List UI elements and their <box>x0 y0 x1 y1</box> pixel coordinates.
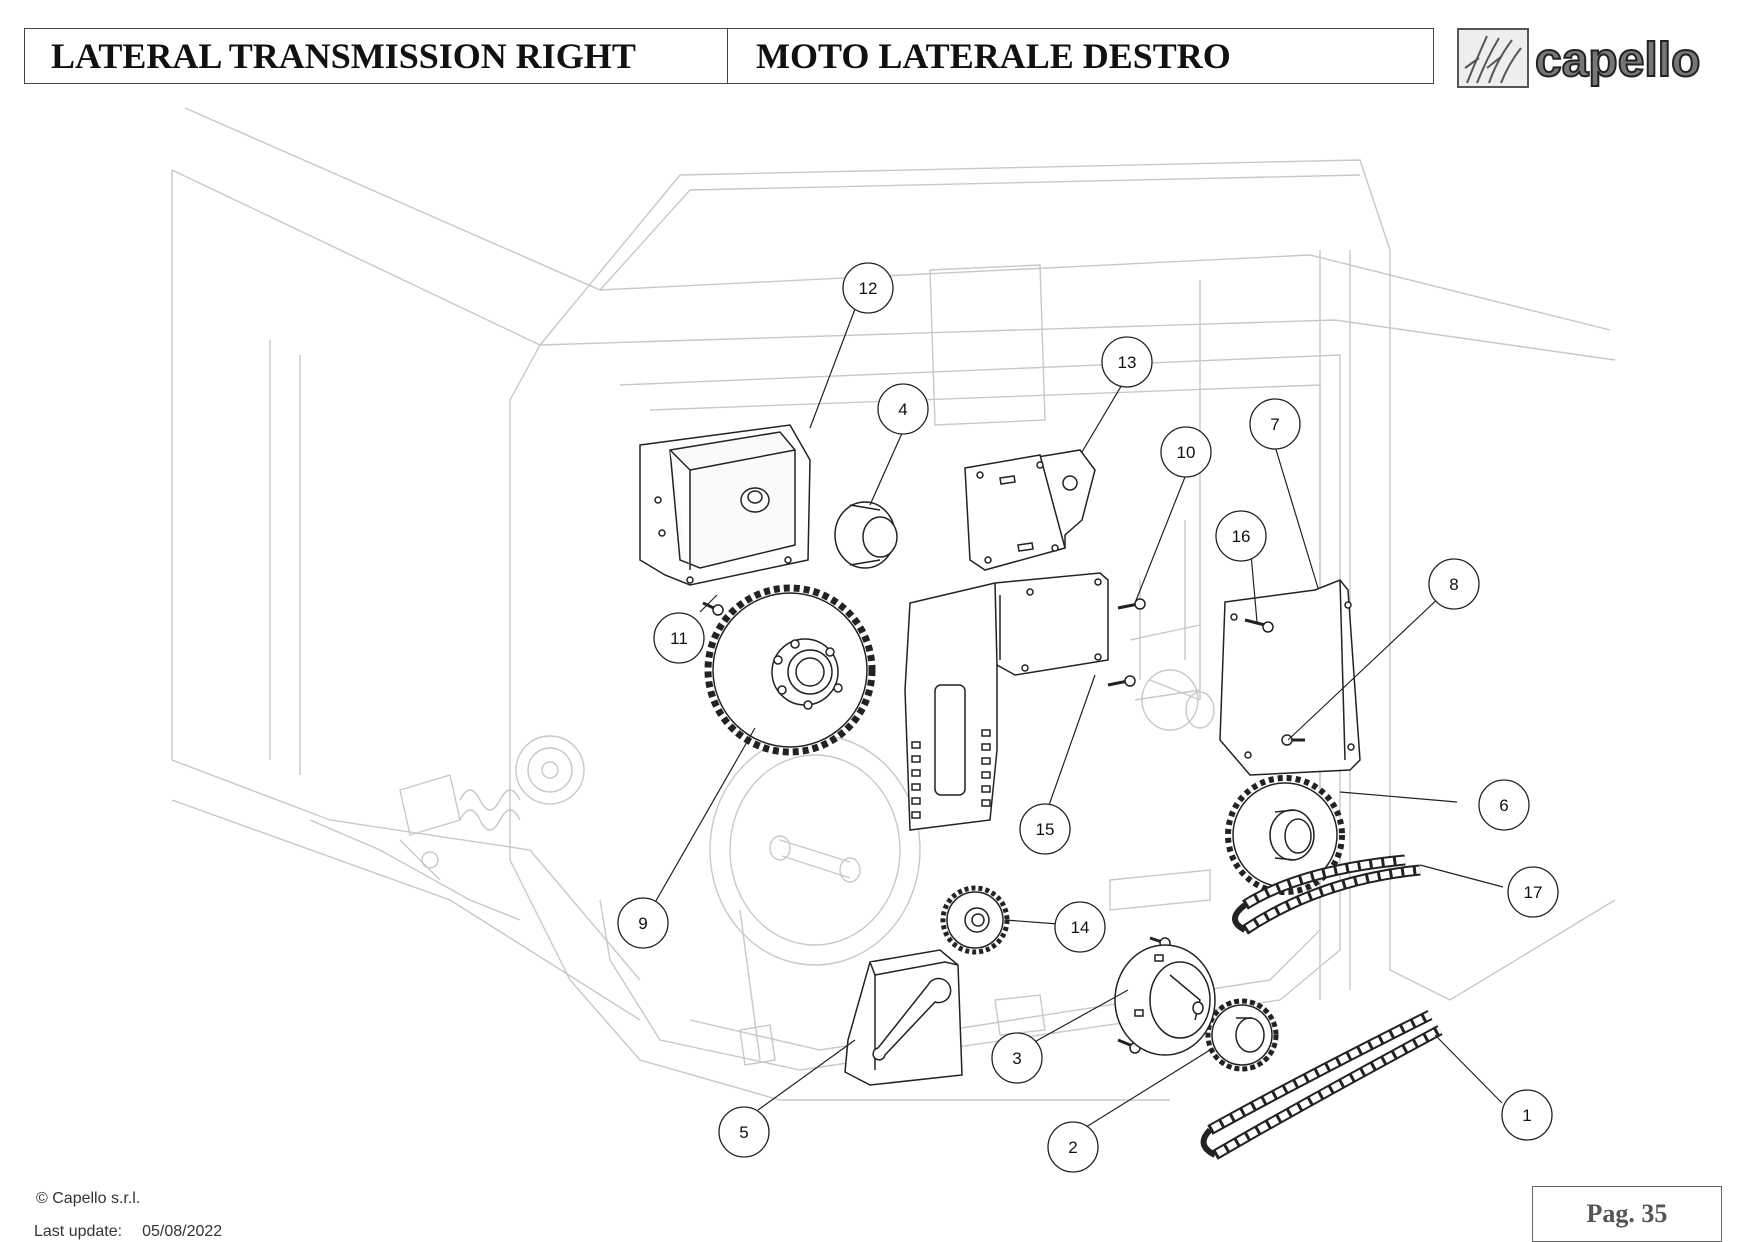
svg-text:8: 8 <box>1449 575 1458 594</box>
last-update-date: 05/08/2022 <box>142 1223 223 1240</box>
sprocket-bracket <box>904 572 1109 831</box>
small-sprocket <box>940 885 1010 955</box>
chain-guard <box>1219 579 1361 776</box>
callout-4: 4 <box>877 383 929 435</box>
svg-text:6: 6 <box>1499 796 1508 815</box>
svg-text:12: 12 <box>859 279 878 298</box>
callout-11: 11 <box>653 612 705 664</box>
callout-5: 5 <box>718 1106 770 1158</box>
svg-text:17: 17 <box>1524 883 1543 902</box>
svg-text:3: 3 <box>1012 1049 1021 1068</box>
title-bar: LATERAL TRANSMISSION RIGHT MOTO LATERALE… <box>24 28 1434 84</box>
bearing <box>834 501 898 569</box>
wheat-icon <box>1464 35 1522 84</box>
parts <box>639 424 1443 1160</box>
callout-1: 1 <box>1501 1089 1553 1141</box>
svg-text:13: 13 <box>1118 353 1137 372</box>
callout-12: 12 <box>842 262 894 314</box>
large-sprocket <box>704 584 876 756</box>
callout-2: 2 <box>1047 1121 1099 1173</box>
svg-text:2: 2 <box>1068 1138 1077 1157</box>
drive-chain-upper <box>1232 854 1421 935</box>
callout-15: 15 <box>1019 803 1071 855</box>
slotted-cover <box>844 949 963 1086</box>
capello-logo: capello <box>1457 28 1731 88</box>
callout-14: 14 <box>1054 901 1106 953</box>
callout-9: 9 <box>617 897 669 949</box>
svg-text:11: 11 <box>670 629 688 648</box>
callout-8: 8 <box>1428 558 1480 610</box>
svg-text:16: 16 <box>1232 527 1251 546</box>
medium-sprocket <box>1225 775 1345 895</box>
title-english: LATERAL TRANSMISSION RIGHT <box>25 29 728 83</box>
svg-text:9: 9 <box>638 914 647 933</box>
callout-6: 6 <box>1478 779 1530 831</box>
callout-17: 17 <box>1507 866 1559 918</box>
svg-text:15: 15 <box>1036 820 1055 839</box>
svg-text:5: 5 <box>739 1123 748 1142</box>
title-italian: MOTO LATERALE DESTRO <box>756 36 1231 76</box>
svg-text:4: 4 <box>898 400 907 419</box>
drive-chain-lower <box>1200 1010 1443 1160</box>
callout-7: 7 <box>1249 398 1301 450</box>
svg-text:14: 14 <box>1071 918 1090 937</box>
svg-text:10: 10 <box>1177 443 1196 462</box>
page-number: Pag. 35 <box>1532 1186 1722 1242</box>
copyright-notice: © Capello s.r.l. <box>36 1190 141 1207</box>
logo-wordmark: capello <box>1535 34 1700 87</box>
mounting-plate <box>964 449 1096 571</box>
driven-sprocket <box>1205 998 1279 1072</box>
flange-bearing <box>1114 944 1216 1056</box>
last-update: Last update: 05/08/2022 <box>34 1223 222 1241</box>
callout-13: 13 <box>1101 336 1153 388</box>
machine-frame <box>171 107 1616 1101</box>
svg-text:7: 7 <box>1270 415 1279 434</box>
last-update-label: Last update: <box>34 1223 123 1240</box>
callout-10: 10 <box>1160 426 1212 478</box>
svg-text:1: 1 <box>1522 1106 1531 1125</box>
callout-16: 16 <box>1215 510 1267 562</box>
gearbox-cover <box>639 424 811 586</box>
callout-3: 3 <box>991 1032 1043 1084</box>
callouts: 12 4 13 10 7 16 8 11 15 6 17 9 14 3 5 2 … <box>617 262 1559 1173</box>
leader-lines <box>652 308 1504 1143</box>
